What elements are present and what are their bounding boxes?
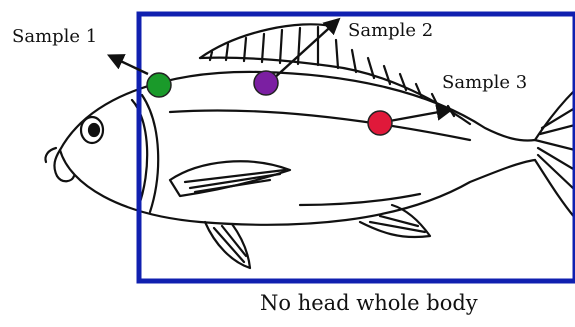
diagram-caption: No head whole body bbox=[260, 291, 478, 315]
sample-2-label: Sample 2 bbox=[348, 20, 433, 41]
sample-3-label: Sample 3 bbox=[442, 72, 527, 93]
arrow-sample-1 bbox=[110, 56, 148, 74]
sample-1-marker bbox=[147, 73, 171, 97]
sample-1-label: Sample 1 bbox=[12, 26, 97, 47]
sample-3-marker bbox=[368, 111, 392, 135]
arrow-sample-3 bbox=[384, 110, 450, 122]
fish-icon bbox=[45, 24, 575, 268]
sample-2-marker bbox=[254, 71, 278, 95]
